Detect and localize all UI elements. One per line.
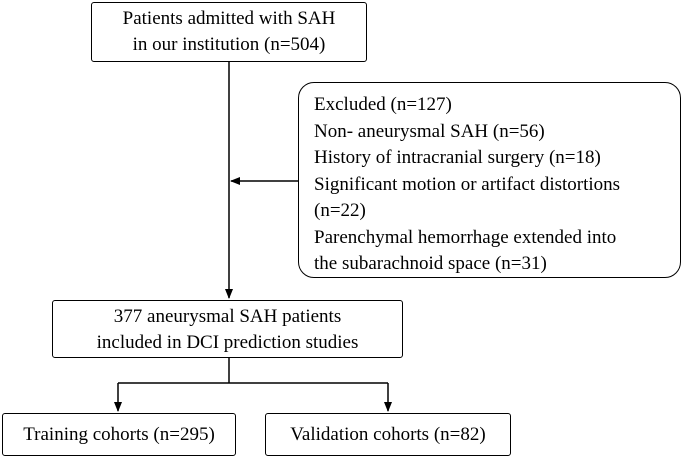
validation-label: Validation cohorts (n=82) bbox=[290, 424, 486, 445]
training-cohort-box: Training cohorts (n=295) bbox=[2, 413, 236, 456]
excluded-line-7: the subarachnoid space (n=31) bbox=[314, 253, 547, 274]
included-line-2: included in DCI prediction studies bbox=[96, 332, 359, 353]
validation-cohort-box: Validation cohorts (n=82) bbox=[265, 413, 511, 456]
training-label: Training cohorts (n=295) bbox=[23, 424, 215, 445]
excluded-line-2: Non- aneurysmal SAH (n=56) bbox=[314, 120, 545, 142]
included-patients-box: 377 aneurysmal SAH patients included in … bbox=[52, 300, 403, 358]
excluded-line-3: History of intracranial surgery (n=18) bbox=[314, 147, 601, 168]
excluded-line-4: Significant motion or artifact distortio… bbox=[314, 173, 621, 195]
excluded-line-5: (n=22) bbox=[314, 200, 366, 221]
admitted-line-2: in our institution (n=504) bbox=[132, 34, 326, 55]
excluded-line-1: Excluded (n=127) bbox=[314, 94, 452, 115]
admitted-line-1: Patients admitted with SAH bbox=[122, 8, 336, 29]
included-line-1: 377 aneurysmal SAH patients bbox=[113, 306, 342, 327]
admitted-patients-box: Patients admitted with SAH in our instit… bbox=[91, 2, 367, 62]
excluded-line-6: Parenchymal hemorrhage extended into bbox=[314, 226, 617, 248]
excluded-patients-box: Excluded (n=127) Non- aneurysmal SAH (n=… bbox=[298, 82, 681, 278]
